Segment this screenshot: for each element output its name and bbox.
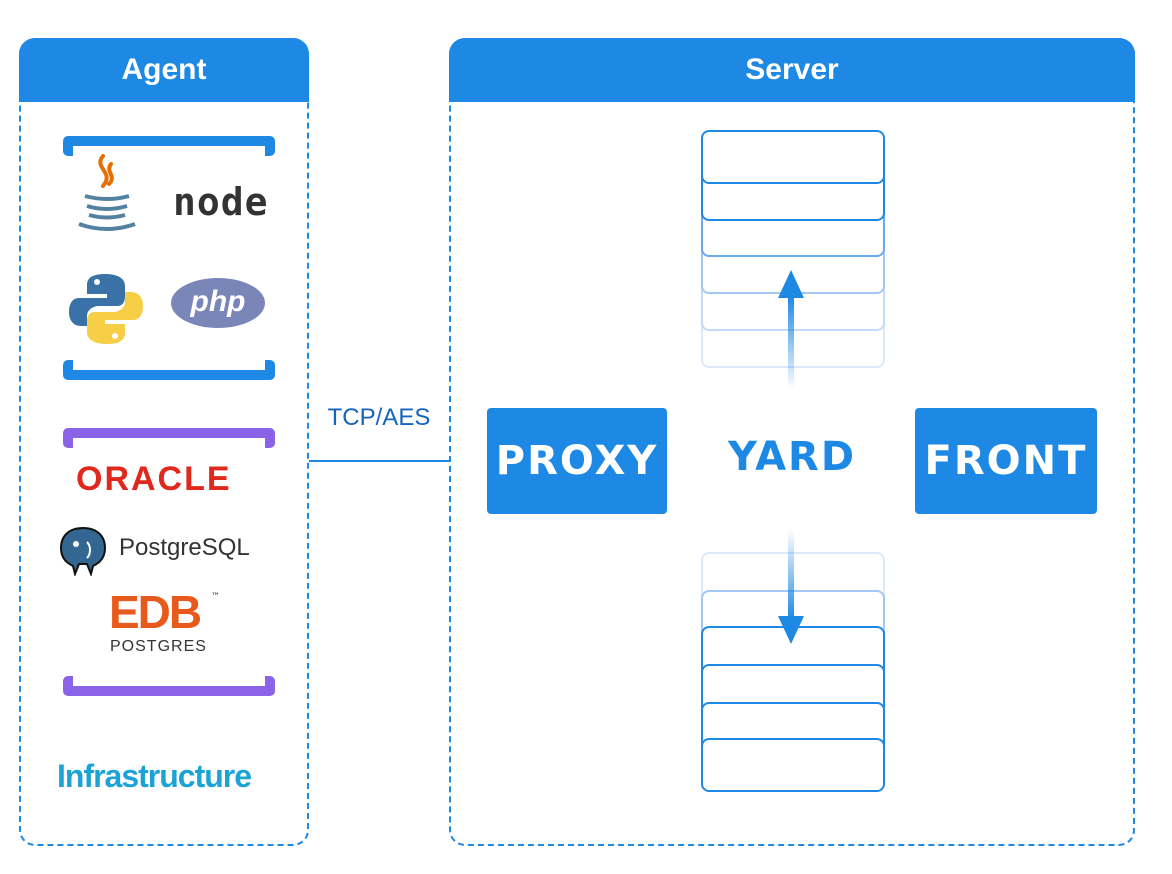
edb-postgres-label: POSTGRES	[110, 638, 207, 655]
nodejs-icon: node	[173, 180, 269, 224]
oracle-icon: ORACLE	[76, 460, 232, 499]
server-panel: Server	[449, 38, 1135, 846]
infrastructure-label: Infrastructure	[57, 758, 252, 794]
php-label: php	[190, 285, 246, 318]
databases-bracket-bottom	[63, 676, 275, 696]
php-icon: php	[171, 278, 265, 328]
yard-label: YARD	[727, 434, 857, 480]
edb-label: EDB	[109, 586, 202, 638]
agent-panel: Agent node php ORACLE PostgreSQL EDB ™	[19, 38, 309, 846]
connection-label: TCP/AES	[327, 404, 431, 431]
agent-title: Agent	[19, 38, 309, 102]
connection-line	[309, 460, 449, 462]
nodejs-label: node	[173, 180, 269, 224]
lower-queue-slot	[701, 738, 885, 792]
up-arrow-icon	[778, 270, 804, 298]
oracle-label: ORACLE	[76, 460, 232, 498]
proxy-box: PROXY	[487, 408, 667, 514]
down-arrow-shaft	[788, 530, 794, 620]
python-icon	[69, 274, 143, 344]
postgresql-icon	[59, 526, 107, 576]
edb-trademark: ™	[211, 592, 220, 602]
languages-bracket-top	[63, 136, 275, 156]
upper-queue-slot	[701, 130, 885, 184]
server-title: Server	[449, 38, 1135, 102]
postgresql-label: PostgreSQL	[119, 534, 250, 561]
front-box: FRONT	[915, 408, 1097, 514]
languages-bracket-bottom	[63, 360, 275, 380]
databases-bracket-top	[63, 428, 275, 448]
java-icon	[78, 154, 136, 231]
edb-postgres-icon: EDB	[109, 586, 202, 638]
up-arrow-shaft	[788, 296, 794, 390]
down-arrow-icon	[778, 616, 804, 644]
